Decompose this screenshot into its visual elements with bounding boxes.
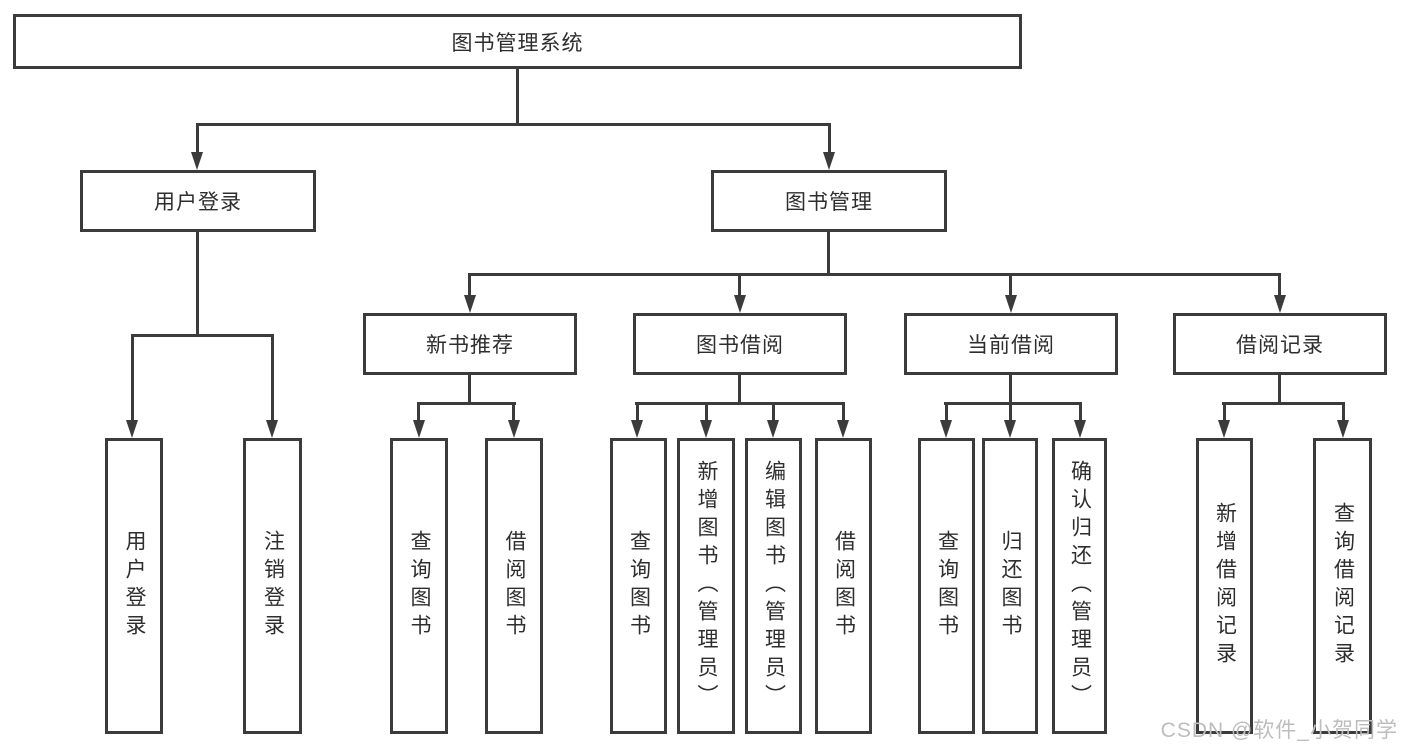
arrow-down-icon [1074, 420, 1086, 438]
arrow-down-icon [508, 420, 520, 438]
leaf-user-login-label: 用户登录 [123, 530, 146, 642]
leaf-user-login: 用户登录 [105, 438, 163, 734]
node-root-label: 图书管理系统 [451, 31, 584, 55]
leaf-logout-label: 注销登录 [261, 530, 285, 642]
connector-borrowrecords-rail [1222, 402, 1345, 405]
node-book-management: 图书管理 [711, 170, 947, 232]
leaf-add-book-admin: 新增图书（管理员） [677, 438, 735, 734]
arrow-down-icon [1004, 420, 1016, 438]
leaf-query-books-recommend: 查询图书 [390, 438, 448, 734]
arrow-down-icon [940, 420, 952, 438]
leaf-query-borrow-record: 查询借阅记录 [1313, 438, 1372, 734]
connector-root-rail [196, 123, 831, 126]
leaf-edit-book-admin: 编辑图书（管理员） [745, 438, 802, 734]
arrow-down-icon [1274, 295, 1286, 313]
leaf-borrow-books-recommend-label: 借阅图书 [503, 530, 526, 642]
connector-drop-leaf-user-login [131, 337, 134, 420]
arrow-down-icon [191, 152, 203, 170]
arrow-down-icon [734, 295, 746, 313]
leaf-add-borrow-record: 新增借阅记录 [1196, 438, 1253, 734]
node-new-book-recommend: 新书推荐 [363, 313, 577, 375]
connector-drop [772, 405, 775, 420]
connector-drop [1079, 405, 1082, 420]
connector-drop-new-book [468, 276, 471, 295]
connector-drop-user-login [196, 126, 199, 152]
connector-borrowrecords-stem [1278, 375, 1281, 405]
connector-drop [512, 405, 515, 420]
watermark: CSDN @软件_小贺同学 [1160, 719, 1398, 742]
connector-newbook-rail [417, 402, 516, 405]
connector-drop [1342, 405, 1345, 420]
leaf-query-books-borrow-label: 查询图书 [627, 530, 651, 642]
connector-userlogin-rail [131, 334, 274, 337]
node-book-borrow-label: 图书借阅 [696, 334, 784, 357]
arrow-down-icon [631, 420, 643, 438]
arrow-down-icon [700, 420, 712, 438]
connector-bookborrow-stem [738, 375, 741, 405]
leaf-query-borrow-record-label: 查询借阅记录 [1331, 502, 1355, 670]
connector-drop-book-mgmt [828, 126, 831, 152]
leaf-return-book: 归还图书 [982, 438, 1038, 734]
node-user-login: 用户登录 [80, 170, 316, 232]
leaf-query-books-borrow: 查询图书 [610, 438, 667, 734]
connector-currentborrow-stem [1009, 375, 1012, 405]
leaf-borrow-books-2-label: 借阅图书 [832, 530, 856, 642]
leaf-query-books-current: 查询图书 [918, 438, 975, 734]
arrow-down-icon [1337, 420, 1349, 438]
node-book-management-label: 图书管理 [785, 191, 873, 214]
arrow-down-icon [837, 420, 849, 438]
connector-drop-book-borrow [738, 276, 741, 295]
connector-bookmgmt-stem [827, 232, 830, 276]
leaf-query-books-current-label: 查询图书 [935, 530, 959, 642]
leaf-query-books-recommend-label: 查询图书 [408, 530, 431, 642]
connector-newbook-stem [468, 375, 471, 405]
node-borrow-records-label: 借阅记录 [1236, 334, 1324, 357]
leaf-add-book-admin-label: 新增图书（管理员） [695, 460, 718, 712]
node-user-login-label: 用户登录 [154, 191, 242, 214]
node-current-borrow-label: 当前借阅 [967, 334, 1055, 357]
arrow-down-icon [464, 295, 476, 313]
arrow-down-icon [767, 420, 779, 438]
leaf-logout: 注销登录 [243, 438, 302, 734]
arrow-down-icon [823, 152, 835, 170]
connector-drop [842, 405, 845, 420]
node-new-book-recommend-label: 新书推荐 [426, 334, 514, 357]
connector-drop-current-borrow [1009, 276, 1012, 295]
arrow-down-icon [1218, 420, 1230, 438]
leaf-edit-book-admin-label: 编辑图书（管理员） [762, 460, 786, 712]
connector-drop [945, 405, 948, 420]
leaf-confirm-return-admin-label: 确认归还（管理员） [1068, 460, 1092, 712]
connector-drop [636, 405, 639, 420]
connector-currentborrow-rail [944, 402, 1082, 405]
connector-drop-borrow-records [1278, 276, 1281, 295]
leaf-borrow-books-2: 借阅图书 [815, 438, 872, 734]
connector-bookborrow-rail [635, 402, 845, 405]
connector-userlogin-stem [196, 232, 199, 337]
connector-drop [417, 405, 420, 420]
leaf-return-book-label: 归还图书 [999, 530, 1022, 642]
node-book-borrow: 图书借阅 [633, 313, 847, 375]
arrow-down-icon [1005, 295, 1017, 313]
connector-root-stem [516, 68, 519, 126]
connector-drop [1009, 405, 1012, 420]
leaf-add-borrow-record-label: 新增借阅记录 [1213, 502, 1237, 670]
connector-drop-leaf-logout [271, 337, 274, 420]
node-borrow-records: 借阅记录 [1173, 313, 1387, 375]
leaf-borrow-books-recommend: 借阅图书 [485, 438, 543, 734]
connector-drop [705, 405, 708, 420]
arrow-down-icon [266, 420, 278, 438]
node-root: 图书管理系统 [13, 14, 1022, 69]
arrow-down-icon [126, 420, 138, 438]
connector-bookmgmt-rail [468, 273, 1281, 276]
node-current-borrow: 当前借阅 [904, 313, 1118, 375]
connector-drop [1223, 405, 1226, 420]
arrow-down-icon [413, 420, 425, 438]
leaf-confirm-return-admin: 确认归还（管理员） [1052, 438, 1107, 734]
